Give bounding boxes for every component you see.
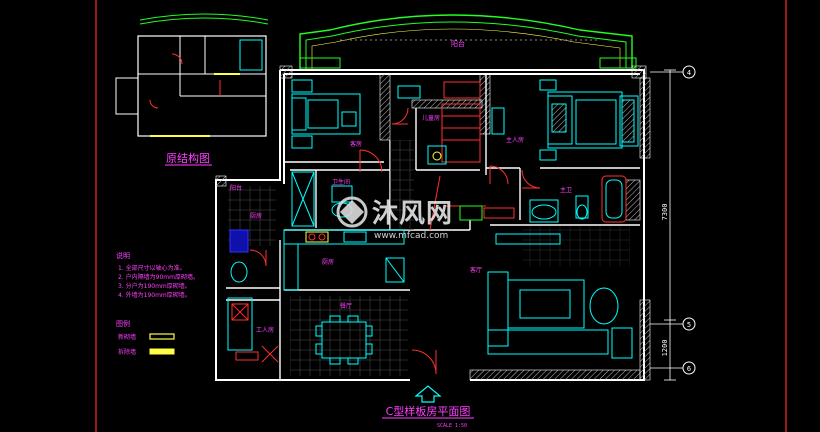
axis-marker-c: 6 <box>687 365 691 373</box>
floor-tiles <box>228 140 630 376</box>
dimension-upper: 7300 <box>661 204 669 221</box>
notes-line-2: 2. 户内隔墙为90mm厚砌墙。 <box>118 273 199 281</box>
notes-line-1: 1. 全部尺寸以轴心为准。 <box>118 264 186 272</box>
legend-heading: 图例 <box>116 319 130 328</box>
dimension-lines <box>650 69 690 381</box>
room-label-child: 儿童房 <box>422 114 440 122</box>
top-balcony <box>299 14 633 70</box>
watermark-brand: 沐风网 <box>372 199 453 229</box>
bathroom-2-fixtures <box>529 175 627 223</box>
axis-marker-b: 5 <box>687 321 691 329</box>
dining-table <box>315 315 373 365</box>
room-label-guest: 客房 <box>350 140 362 148</box>
room-label-bath-1: 卫生间 <box>332 178 350 186</box>
notes-heading: 说明 <box>116 251 130 260</box>
watermark: 沐风网 www.mfcad.com <box>336 196 453 241</box>
watermark-logo-icon <box>336 196 368 228</box>
legend-swatch-new-wall <box>149 333 175 340</box>
notes-line-3: 3. 分户为190mm厚砌墙。 <box>118 282 191 290</box>
notes-line-4: 4. 外墙为190mm厚砌墙。 <box>118 291 191 299</box>
kitchen-fixtures <box>283 229 405 291</box>
legend-block: 图例 新砌墙 拆除墙 <box>116 319 175 356</box>
drawing-title: C型样板房平面图 <box>386 404 471 418</box>
windows <box>299 57 637 221</box>
room-label-maid: 工人房 <box>256 326 274 334</box>
drawing-frame <box>95 0 787 432</box>
room-label-utility: 厨房 <box>250 212 262 220</box>
title-block: C型样板房平面图 SCALE 1:50 <box>382 385 474 429</box>
notes-block: 说明 1. 全部尺寸以轴心为准。 2. 户内隔墙为90mm厚砌墙。 3. 分户为… <box>116 251 199 299</box>
key-plan <box>115 13 269 137</box>
door-swings <box>249 107 541 375</box>
living-room-furniture <box>487 233 633 359</box>
north-arrow-icon <box>414 385 442 403</box>
axis-marker-a: 4 <box>687 69 691 77</box>
room-label-balcony-top: 阳台 <box>451 39 465 48</box>
guest-bed <box>291 79 361 149</box>
child-room-furniture <box>397 81 505 165</box>
room-label-living: 客厅 <box>470 266 482 274</box>
legend-swatch-removed-wall <box>149 348 175 355</box>
room-label-bath-2: 主卫 <box>560 186 572 194</box>
watermark-url: www.mfcad.com <box>374 231 448 241</box>
legend-item-new-wall: 新砌墙 <box>118 333 136 341</box>
room-label-master: 主人房 <box>506 136 524 144</box>
maid-room-fixtures <box>227 229 279 363</box>
room-label-dining: 餐厅 <box>340 302 352 310</box>
room-label-balcony-small: 阳台 <box>230 184 242 192</box>
room-label-kitchen: 厨房 <box>322 258 334 266</box>
dimension-lower: 1200 <box>661 340 669 357</box>
drawing-scale: SCALE 1:50 <box>437 423 467 429</box>
legend-item-removed-wall: 拆除墙 <box>118 348 136 356</box>
master-bed <box>539 79 639 161</box>
key-plan-caption: 原结构图 <box>166 151 210 165</box>
axis-markers: 4 5 6 <box>682 65 696 375</box>
